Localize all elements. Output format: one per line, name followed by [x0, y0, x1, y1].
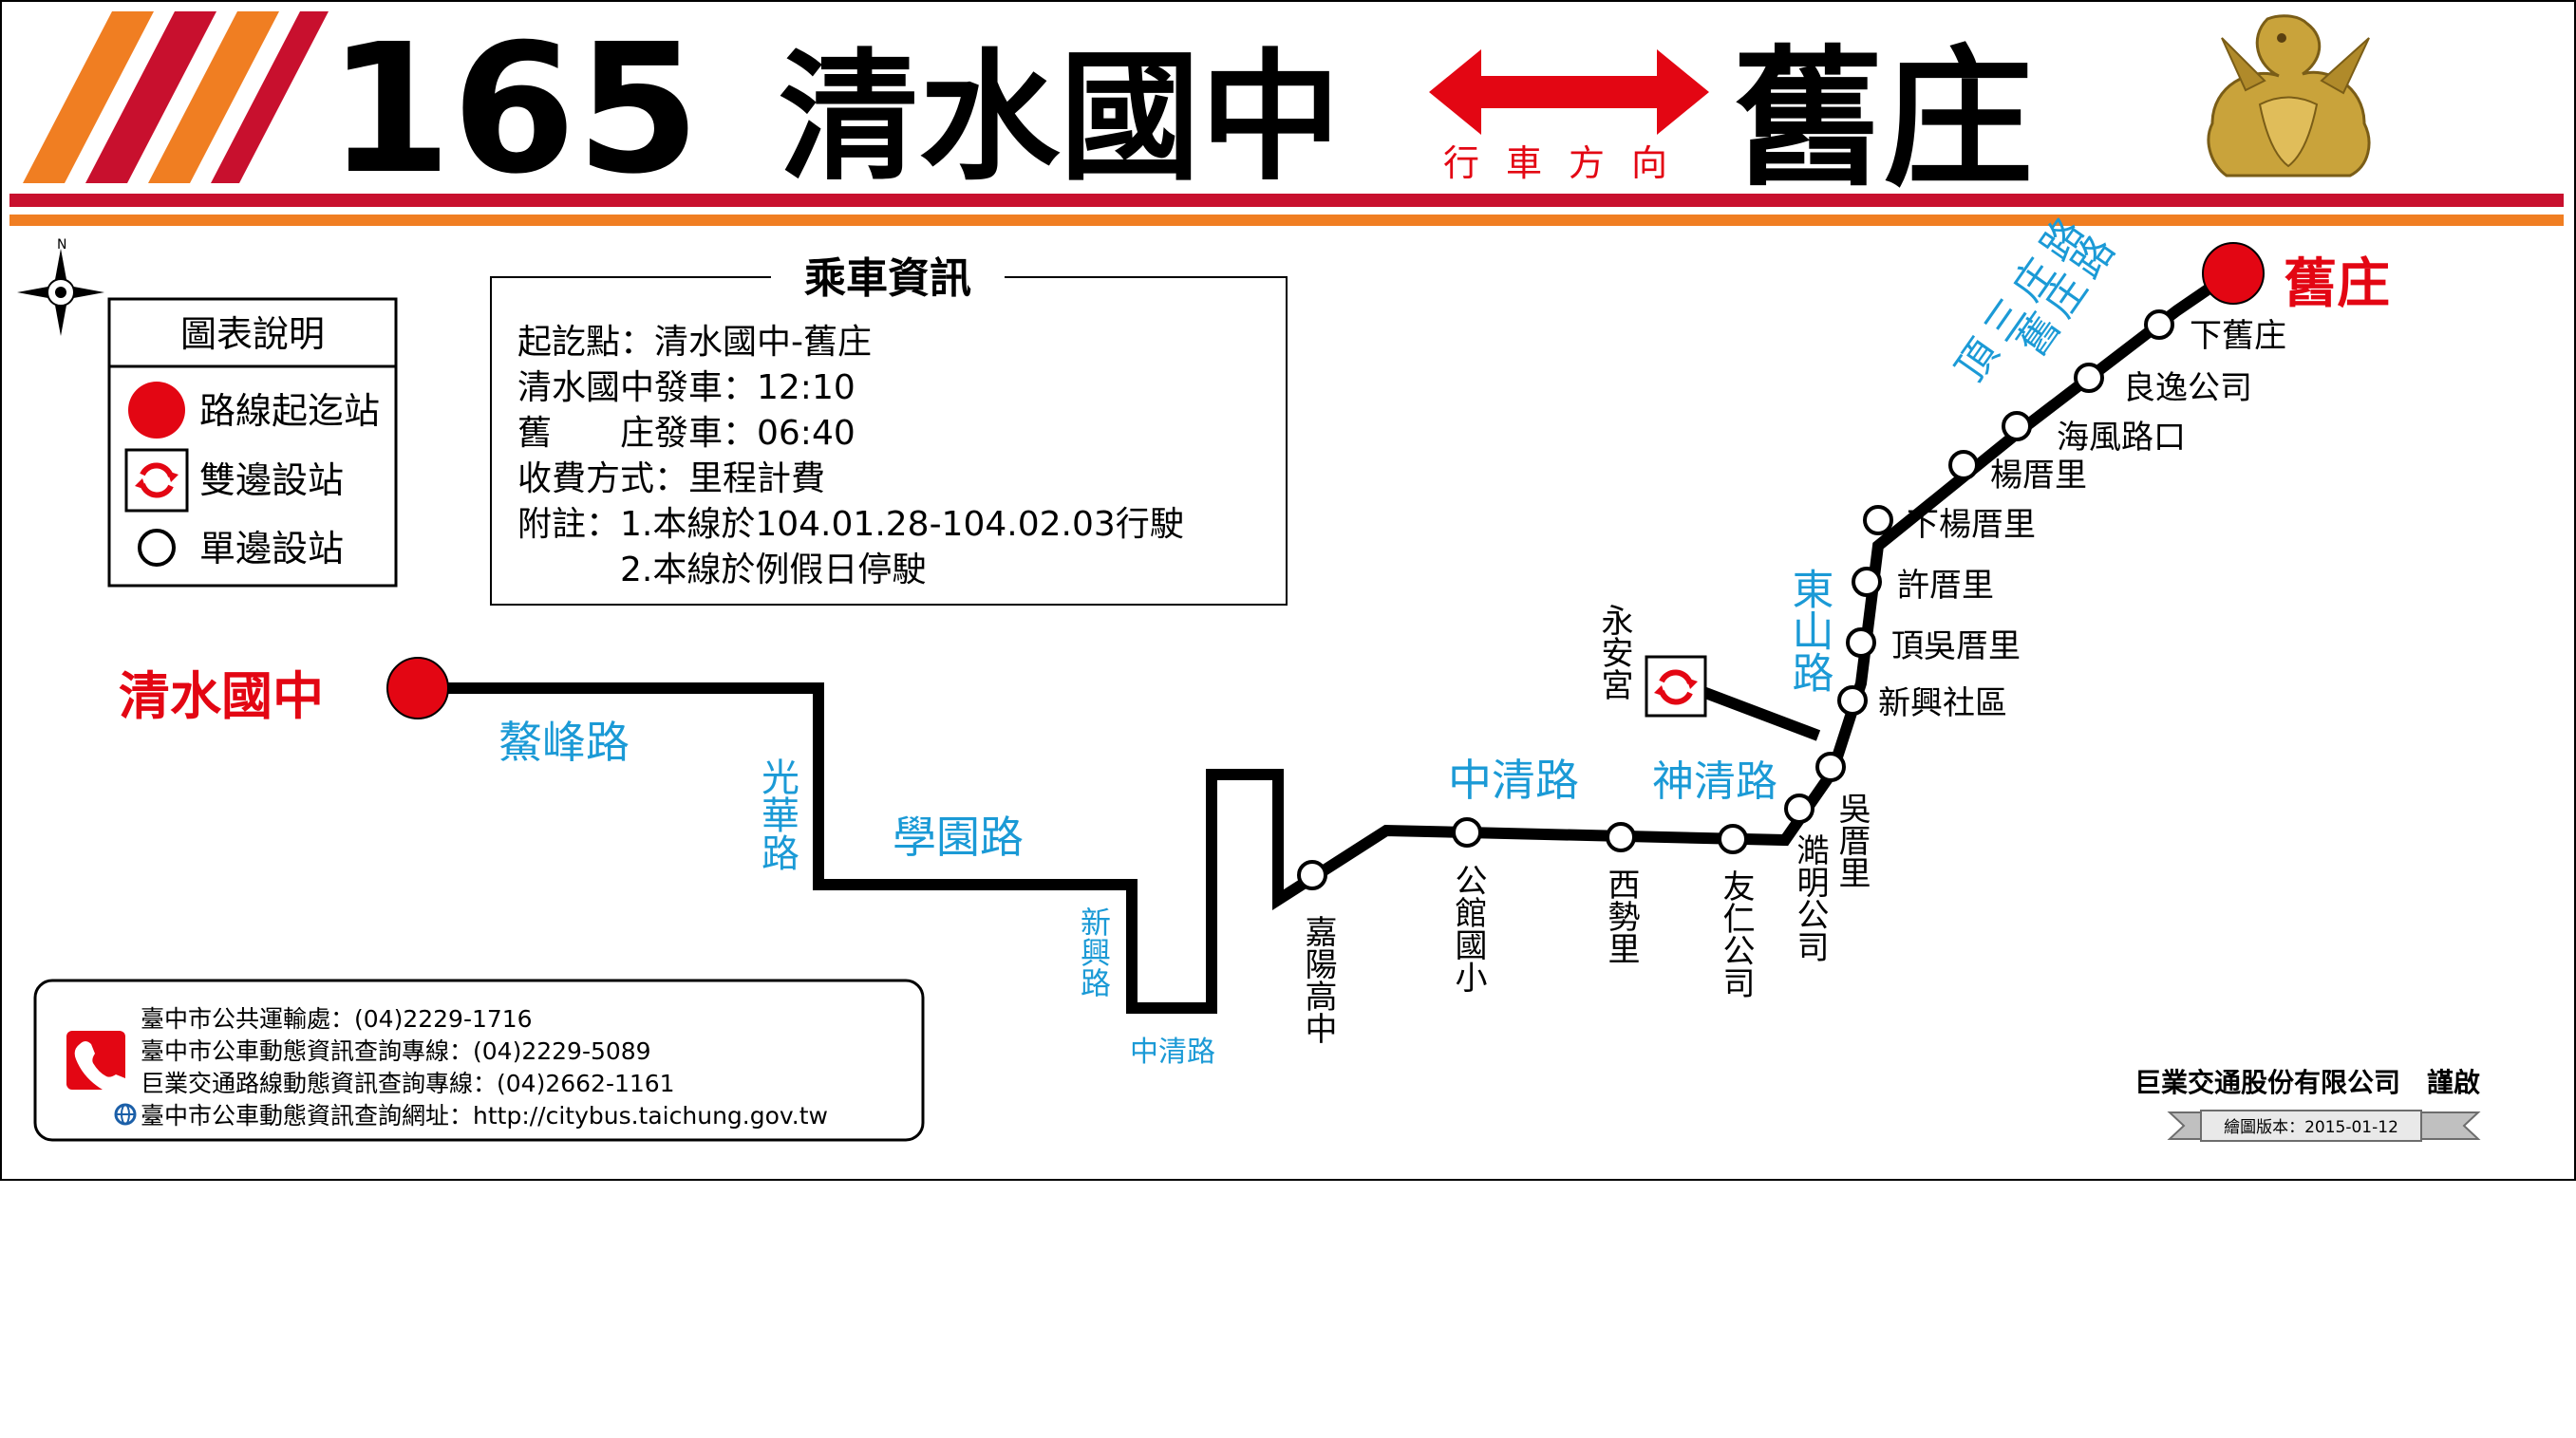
terminal-end-marker[interactable]: [2202, 242, 2265, 305]
stop-label-youren: 友仁公司: [1717, 869, 1755, 999]
stop-marker-xishi[interactable]: [1606, 822, 1636, 852]
road-label-zhongqing-low: 中清路: [1130, 1036, 1215, 1069]
stop-marker-xiajiuzhuang[interactable]: [2144, 309, 2174, 340]
terminal-start-marker[interactable]: [386, 657, 449, 719]
info-line-endpoints: 起訖點：清水國中-舊庄: [517, 323, 872, 362]
compass-north-label: N: [57, 237, 66, 252]
road-label-zhongqing: 中清路: [1448, 755, 1579, 806]
stop-marker-yangcuo[interactable]: [1948, 450, 1979, 480]
stop-marker-xinxing-community[interactable]: [1837, 685, 1868, 716]
header-stripes-decoration: [9, 11, 2564, 226]
contact-line-transport-office: 臺中市公共運輸處：(04)2229-1716: [141, 1005, 533, 1033]
stop-marker-xucuo[interactable]: [1852, 567, 1882, 597]
version-ribbon: 繪圖版本：2015-01-12: [2167, 1110, 2481, 1142]
stop-label-liangyi: 良逸公司: [2123, 369, 2252, 407]
direction-label: 行車方向: [1443, 142, 1694, 184]
legend: 圖表說明 路線起迄站 雙邊設站 單邊設站: [107, 297, 398, 588]
single-side-legend-icon: [138, 529, 176, 567]
stop-marker-youren[interactable]: [1718, 824, 1748, 854]
stop-marker-xiayangcuo[interactable]: [1863, 505, 1893, 535]
contact-line-website[interactable]: 臺中市公車動態資訊查詢網址：http://citybus.taichung.go…: [141, 1102, 828, 1130]
info-line-destination-departure: 舊 庄發車：06:40: [517, 414, 856, 453]
legend-item-terminal: 路線起迄站: [199, 390, 380, 432]
header-destination: 舊庄: [1733, 32, 2033, 207]
stop-marker-haifeng[interactable]: [2002, 411, 2032, 441]
legend-item-double: 雙邊設站: [199, 459, 344, 501]
footer-company: 巨業交通股份有限公司 謹啟: [2134, 1067, 2480, 1098]
stop-markers: [1297, 309, 2174, 890]
info-box: 乘車資訊 起訖點：清水國中-舊庄 清水國中發車：12:10 舊 庄發車：06:4…: [490, 252, 1288, 606]
info-line-origin-departure: 清水國中發車：12:10: [517, 368, 856, 407]
stop-label-xucuo: 許厝里: [1897, 567, 1994, 605]
stop-marker-yongan[interactable]: [1645, 655, 1707, 718]
globe-icon: [114, 1103, 137, 1126]
road-label-xinxing: 新興路: [1076, 906, 1112, 998]
terminal-legend-icon: [128, 382, 185, 439]
eagle-emblem-icon: [2207, 14, 2371, 177]
contact-line-company-hotline: 巨業交通路線動態資訊查詢專線：(04)2662-1161: [141, 1070, 675, 1097]
info-line-note-2: 2.本線於例假日停駛: [517, 551, 926, 589]
stop-label-xinxing-community: 新興社區: [1878, 684, 2007, 722]
contact-box: 臺中市公共運輸處：(04)2229-1716 臺中市公車動態資訊查詢專線：(04…: [33, 979, 925, 1142]
stop-label-xiayangcuo: 下楊厝里: [1907, 506, 2036, 544]
legend-title: 圖表說明: [180, 313, 325, 355]
double-arrow-icon: [1429, 49, 1709, 135]
terminal-start-label: 清水國中: [119, 666, 324, 726]
route-line: [418, 269, 2235, 1014]
stop-label-jiayang: 嘉陽高中: [1299, 915, 1337, 1044]
compass-rose-icon: N: [17, 237, 104, 336]
stop-marker-haoming[interactable]: [1784, 794, 1814, 824]
info-title: 乘車資訊: [804, 254, 971, 303]
road-label-dongshan: 東山路: [1785, 568, 1833, 693]
double-side-legend-icon: [124, 448, 189, 513]
route-number: 165: [328, 6, 700, 214]
road-label-guanghua: 光華路: [755, 757, 799, 871]
stop-label-xishi: 西勢里: [1602, 868, 1640, 964]
stop-marker-wucuo[interactable]: [1815, 752, 1846, 782]
road-label-shenqing: 神清路: [1652, 757, 1777, 806]
stop-label-xiajiuzhuang: 下舊庄: [2190, 317, 2286, 355]
footer-version: 繪圖版本：2015-01-12: [2224, 1118, 2398, 1137]
contact-line-bus-hotline: 臺中市公車動態資訊查詢專線：(04)2229-5089: [141, 1037, 651, 1065]
stop-label-haoming: 澔明公司: [1791, 833, 1829, 962]
road-label-aofeng: 鰲峰路: [498, 717, 630, 768]
stop-marker-gongguan[interactable]: [1452, 817, 1482, 848]
legend-item-single: 單邊設站: [199, 528, 344, 570]
terminal-end-label: 舊庄: [2284, 253, 2390, 315]
stop-label-gongguan: 公館國小: [1449, 864, 1487, 993]
stop-marker-liangyi[interactable]: [2074, 363, 2104, 393]
stop-label-dingwucuo: 頂吳厝里: [1891, 627, 2021, 665]
info-line-note-1: 附註：1.本線於104.01.28-104.02.03行駛: [517, 505, 1184, 544]
info-line-fare: 收費方式：里程計費: [517, 459, 825, 498]
stop-marker-jiayang[interactable]: [1297, 860, 1327, 890]
road-label-xueyuan: 學園路: [893, 812, 1024, 863]
header-origin: 清水國中: [779, 36, 1341, 199]
phone-icon: [66, 1031, 128, 1093]
stop-label-yangcuo: 楊厝里: [1990, 457, 2087, 495]
stop-marker-dingwucuo[interactable]: [1846, 627, 1876, 658]
stop-label-yongan: 永安宮: [1595, 604, 1633, 700]
stop-label-wucuo: 吳厝里: [1833, 792, 1871, 888]
stop-label-haifeng: 海風路口: [2057, 419, 2186, 457]
